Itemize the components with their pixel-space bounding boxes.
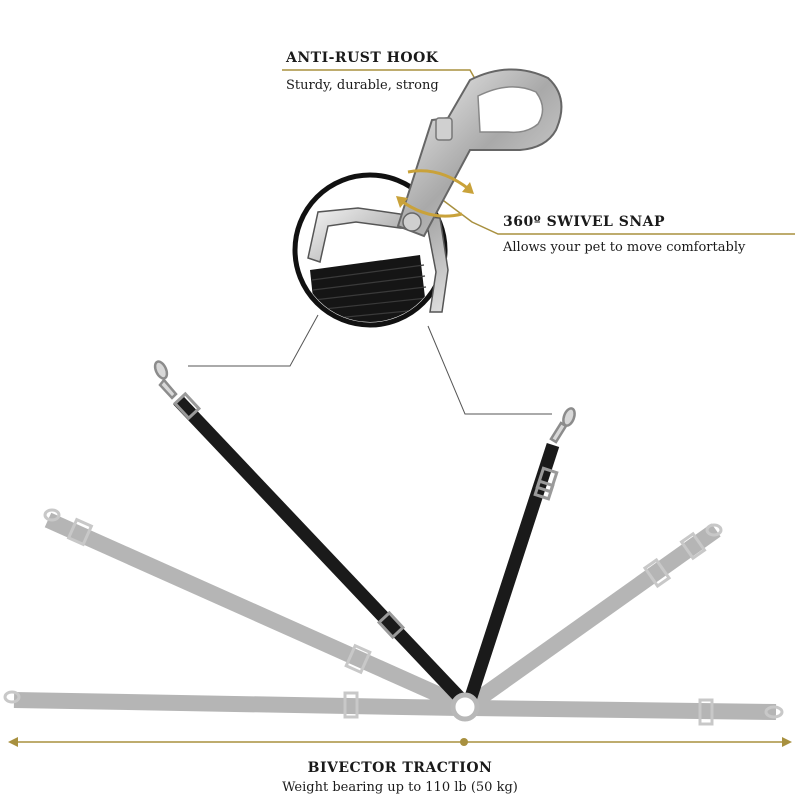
ghost-strap-lower-right	[471, 700, 777, 720]
snap-hook-icon	[396, 68, 563, 238]
center-o-ring	[450, 692, 480, 722]
swivel-feature-title: 360º SWIVEL SNAP	[503, 214, 666, 230]
swivel-leader-line	[439, 197, 795, 235]
ghost-strap-upper-right	[465, 523, 721, 712]
traction-feature-subtitle: Weight bearing up to 110 lb (50 kg)	[282, 780, 518, 795]
swivel-feature-subtitle: Allows your pet to move comfortably	[503, 240, 746, 255]
traction-arrow-right-icon	[782, 737, 792, 747]
traction-arrow-left-icon	[8, 737, 18, 747]
strap-buckles	[172, 391, 559, 640]
ghost-hardware	[3, 508, 784, 726]
traction-bar	[8, 737, 792, 747]
zoom-connector-lines	[188, 314, 552, 415]
ghost-strap-lower-left	[13, 692, 461, 716]
hook-feature-title: ANTI-RUST HOOK	[286, 50, 439, 66]
ghost-strap-upper-left	[44, 512, 466, 713]
ghost-straps	[13, 512, 777, 720]
hook-feature-subtitle: Sturdy, durable, strong	[286, 78, 439, 93]
black-strap-left	[173, 395, 467, 705]
rotation-arrows-icon	[396, 169, 474, 218]
small-hooks	[153, 360, 576, 444]
traction-feature-title: BIVECTOR TRACTION	[307, 760, 493, 776]
